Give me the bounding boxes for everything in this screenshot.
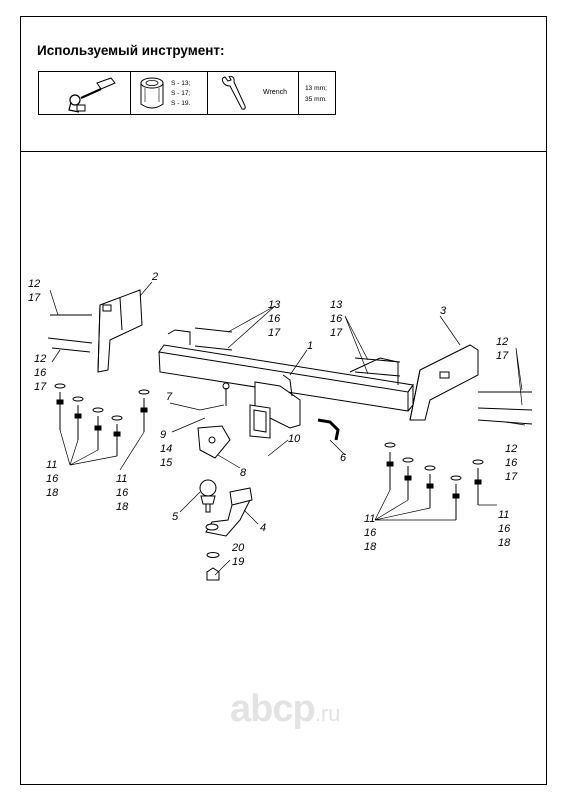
callout-left-bottom-11: 11 bbox=[46, 459, 57, 471]
callout-left-bottom2-11: 11 bbox=[116, 473, 127, 485]
right-horizontal-bolts bbox=[354, 357, 533, 425]
callout-left-mid-12: 12 bbox=[34, 353, 46, 365]
callout-4: 4 bbox=[260, 522, 266, 534]
callout-labels: 2 1 3 7 9 14 15 8 10 6 5 4 20 19 12 17 1… bbox=[28, 271, 518, 568]
callout-1: 1 bbox=[307, 340, 313, 352]
callout-20: 20 bbox=[231, 542, 245, 554]
callout-left-bottom-16: 16 bbox=[46, 473, 59, 485]
callout-left-12: 12 bbox=[28, 278, 40, 290]
callout-left-bottom2-16: 16 bbox=[116, 487, 129, 499]
callout-3: 3 bbox=[440, 305, 447, 317]
callout-right-16: 16 bbox=[330, 313, 343, 325]
callout-8: 8 bbox=[240, 467, 247, 479]
callout-9: 9 bbox=[160, 429, 166, 441]
callout-right-mid-17: 17 bbox=[505, 471, 518, 483]
left-side-bracket bbox=[97, 289, 143, 373]
socket-icon bbox=[140, 77, 164, 109]
pin bbox=[222, 382, 230, 406]
tools-table: S - 13; S - 17; S - 19. Wrench 13 mm; 35… bbox=[38, 71, 336, 115]
wrench-size: 13 mm; bbox=[305, 85, 327, 92]
callout-right-mid-16: 16 bbox=[505, 457, 518, 469]
tow-bar bbox=[205, 487, 253, 537]
callout-6: 6 bbox=[340, 452, 347, 464]
callout-right-12: 12 bbox=[496, 336, 508, 348]
right-bolt-set bbox=[384, 442, 484, 520]
callout-center-17: 17 bbox=[268, 327, 281, 339]
callout-14: 14 bbox=[160, 443, 172, 455]
callout-right-bottom-18: 18 bbox=[364, 541, 377, 553]
callout-2: 2 bbox=[151, 271, 158, 283]
cell-divider bbox=[130, 72, 131, 114]
callout-left-17: 17 bbox=[28, 292, 41, 304]
nut-and-washer bbox=[206, 552, 220, 581]
callout-19: 19 bbox=[232, 556, 244, 568]
socket-size: S - 19. bbox=[171, 100, 191, 107]
wrench-label: Wrench bbox=[263, 89, 287, 96]
callout-right-bottom2-18: 18 bbox=[498, 537, 511, 549]
callout-center-16: 16 bbox=[268, 313, 281, 325]
right-side-bracket bbox=[409, 344, 479, 421]
socket-plate bbox=[197, 425, 231, 459]
callout-right-bottom2-11: 11 bbox=[498, 509, 509, 521]
leader-lines bbox=[49, 281, 526, 576]
callout-right-bottom-11: 11 bbox=[364, 513, 375, 525]
callout-left-mid-17: 17 bbox=[34, 381, 47, 393]
page-frame bbox=[20, 16, 547, 785]
cell-divider bbox=[298, 72, 299, 114]
callout-left-mid-16: 16 bbox=[34, 367, 47, 379]
callout-15: 15 bbox=[160, 457, 173, 469]
tow-ball bbox=[199, 479, 217, 513]
header-divider bbox=[20, 151, 547, 152]
callout-right-mid-12: 12 bbox=[505, 443, 517, 455]
wrench-icon bbox=[221, 76, 246, 110]
electric-socket bbox=[317, 418, 340, 441]
callout-right-13: 13 bbox=[330, 299, 343, 311]
ratchet-icon bbox=[68, 77, 116, 113]
crossbar-beam bbox=[158, 329, 414, 412]
watermark-tld: .ru bbox=[314, 701, 341, 726]
cell-divider bbox=[207, 72, 208, 114]
wrench-size: 35 mm. bbox=[305, 96, 327, 103]
callout-7: 7 bbox=[166, 391, 173, 403]
socket-size: S - 17; bbox=[171, 90, 191, 97]
callout-right-bottom2-16: 16 bbox=[498, 523, 511, 535]
callout-center-13: 13 bbox=[268, 299, 281, 311]
callout-right-17: 17 bbox=[496, 350, 509, 362]
receiver-bracket bbox=[249, 374, 301, 439]
left-bolt-set bbox=[54, 383, 150, 456]
callout-10: 10 bbox=[288, 433, 301, 445]
watermark: abcp.ru bbox=[230, 688, 340, 731]
callout-left-bottom2-18: 18 bbox=[116, 501, 129, 513]
watermark-brand: abcp bbox=[230, 688, 316, 730]
callout-5: 5 bbox=[172, 511, 179, 523]
callout-left-bottom-18: 18 bbox=[46, 487, 59, 499]
callout-right-17: 17 bbox=[330, 327, 343, 339]
socket-size: S - 13; bbox=[171, 80, 191, 87]
tools-title: Используемый инструмент: bbox=[37, 43, 225, 58]
callout-right-bottom-16: 16 bbox=[364, 527, 377, 539]
left-horizontal-bolts bbox=[47, 314, 233, 353]
